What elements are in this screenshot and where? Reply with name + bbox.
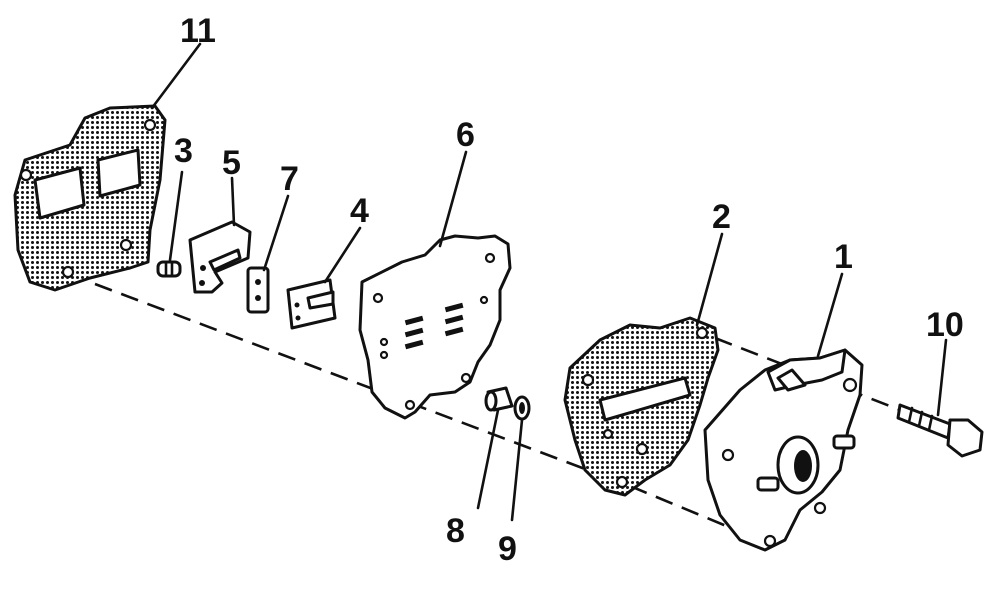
leader-6 [438, 150, 468, 248]
callout-5: 5 [222, 144, 241, 182]
part-3-screw [156, 260, 182, 278]
alignment-line-lower [94, 282, 631, 488]
callout-2: 2 [712, 198, 731, 236]
callout-labels: 11 3 5 7 4 6 2 1 10 8 9 [174, 12, 964, 568]
reed-plate-slots [404, 302, 464, 350]
leader-10 [936, 338, 948, 417]
gasket-port-right [96, 148, 142, 198]
callout-7: 7 [280, 160, 299, 198]
part-1-cover [703, 348, 864, 552]
part-6-reed-plate [358, 234, 512, 420]
part-8-bushing [484, 386, 514, 412]
part-4-reed [286, 278, 337, 330]
leader-4 [323, 226, 362, 284]
callout-11: 11 [180, 12, 216, 50]
callout-8: 8 [446, 512, 465, 550]
callout-1: 1 [834, 238, 853, 276]
part-9-washer [513, 395, 531, 421]
callout-4: 4 [350, 192, 369, 230]
leader-7 [262, 194, 290, 272]
leader-lines [150, 42, 948, 522]
leader-9 [510, 418, 524, 522]
part-10-bolt [896, 403, 984, 458]
gasket-2-port [598, 376, 692, 422]
leader-2 [695, 232, 724, 327]
part-7-retainer [246, 266, 270, 314]
part-2-gasket [563, 316, 720, 497]
callout-3: 3 [174, 132, 193, 170]
leader-8 [476, 408, 500, 510]
leader-5 [230, 176, 236, 227]
gasket-port-left [33, 166, 86, 220]
leader-11 [150, 42, 202, 110]
callout-9: 9 [498, 530, 517, 568]
leader-3 [168, 170, 184, 262]
part-5-reed-stop [188, 220, 252, 294]
callout-10: 10 [926, 306, 964, 344]
callout-6: 6 [456, 116, 475, 154]
part-11-gasket [13, 104, 167, 292]
leader-1 [816, 272, 844, 358]
